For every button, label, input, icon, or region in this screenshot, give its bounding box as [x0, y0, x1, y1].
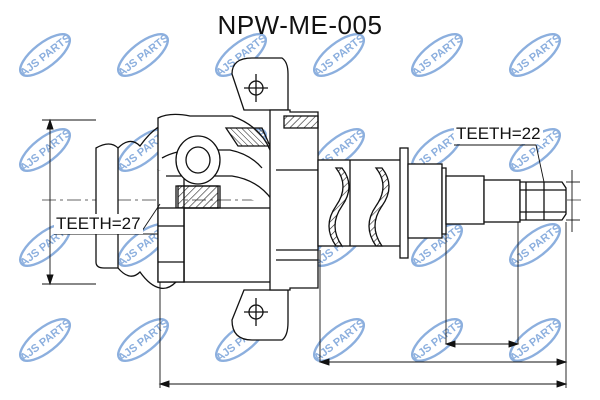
ajs-logo-watermark: AJS PARTS [410, 317, 465, 364]
ajs-logo-watermark: AJS PARTS [508, 222, 563, 269]
mounting-flange [231, 57, 319, 341]
outer-teeth-label: TEETH=22 [454, 124, 543, 144]
drive-shaft [317, 147, 447, 259]
tripod-housing [95, 113, 281, 290]
ajs-logo-watermark: AJS PARTS [116, 317, 171, 364]
ajs-logo-watermark: AJS PARTS [18, 317, 73, 364]
part-number-title: NPW-ME-005 [217, 10, 383, 40]
outer-stub-shaft [445, 175, 567, 225]
ajs-logo-watermark: AJS PARTS [312, 317, 367, 364]
inner-teeth-label: TEETH=27 [54, 214, 143, 234]
dimension-lines [42, 118, 580, 388]
ajs-logo-watermark: AJS PARTS [18, 127, 73, 174]
